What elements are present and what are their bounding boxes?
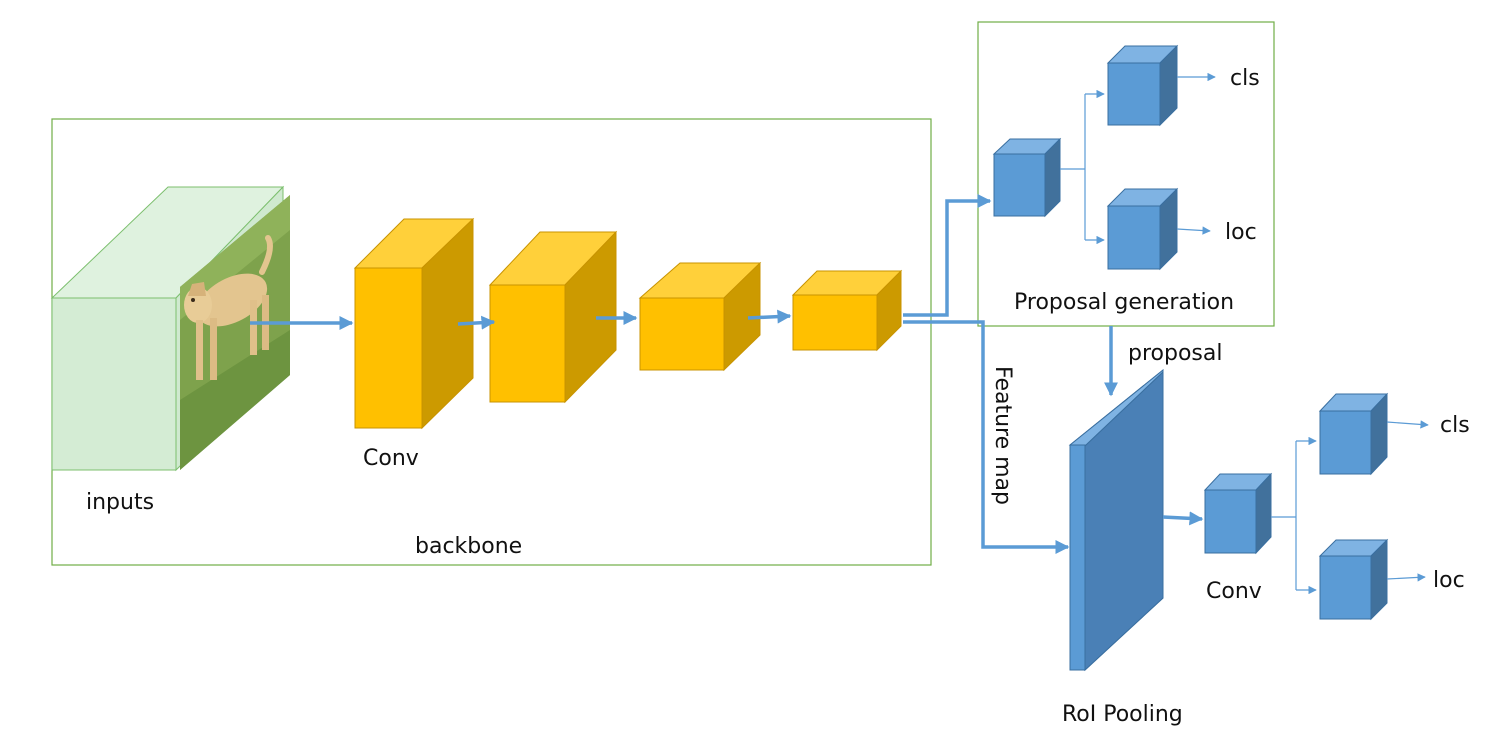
roi-pooling-block	[1068, 368, 1164, 672]
conv-block-4	[791, 269, 903, 352]
rpn-branch-connector	[1060, 72, 1216, 245]
head-cls-cube	[1318, 392, 1389, 476]
head-branch-connector	[1271, 420, 1429, 595]
head-conv-label: Conv	[1206, 579, 1262, 604]
rpn-loc-label: loc	[1225, 220, 1257, 245]
rpn-loc-cube	[1106, 187, 1179, 271]
conv-block-2	[488, 230, 618, 404]
inputs-label: inputs	[86, 490, 154, 515]
head-conv-cube	[1203, 472, 1273, 555]
feature-map-label: Feature map	[990, 366, 1015, 505]
proposal-generation-frame	[977, 21, 1275, 327]
rpn-cls-label: cls	[1230, 66, 1260, 91]
head-loc-cube	[1318, 538, 1389, 621]
conv-block-1	[353, 217, 475, 430]
dog-photo-icon	[180, 195, 290, 470]
arrow-to-proposal-generation	[903, 194, 992, 317]
arrow-conv3-to-conv4	[747, 309, 792, 324]
conv-block-3	[638, 261, 762, 372]
roi-pooling-label: RoI Pooling	[1062, 702, 1183, 727]
proposal-label: proposal	[1128, 341, 1222, 366]
rpn-cls-cube	[1106, 44, 1179, 127]
head-cls-label: cls	[1440, 413, 1470, 438]
arrow-conv1-to-conv2	[457, 315, 496, 330]
proposal-generation-label: Proposal generation	[1014, 290, 1234, 315]
arrow-roi-to-conv	[1162, 511, 1204, 526]
arrow-feature-map	[903, 320, 1070, 554]
backbone-conv-label: Conv	[363, 446, 419, 471]
rpn-cube	[992, 137, 1062, 218]
head-loc-label: loc	[1433, 568, 1465, 593]
backbone-label: backbone	[415, 534, 522, 559]
